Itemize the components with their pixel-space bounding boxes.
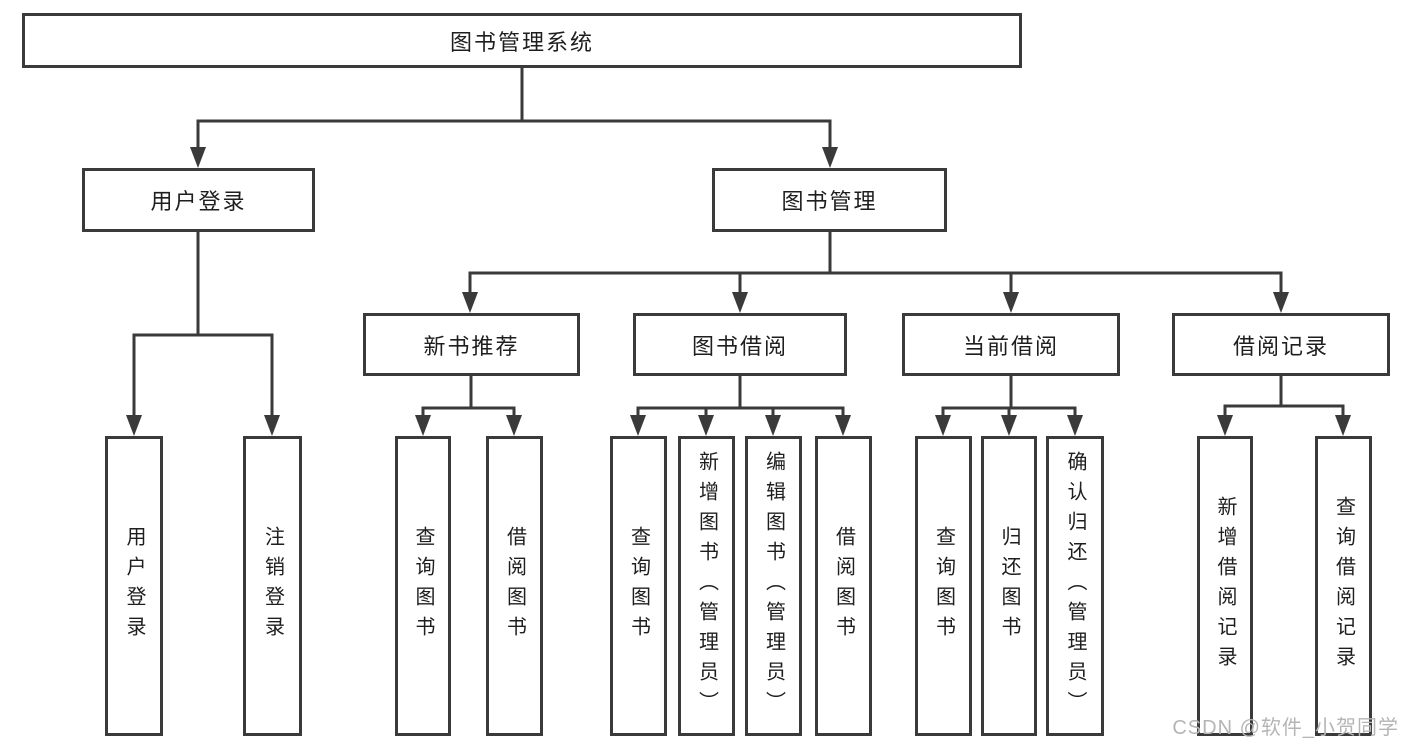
node-label: 图书借阅 bbox=[691, 333, 788, 359]
leaf-borrow-books-recommend: 借阅图书 bbox=[486, 436, 543, 736]
csdn-watermark: CSDN @软件_小贺同学 bbox=[1172, 717, 1399, 739]
node-label: 借阅图书 bbox=[832, 526, 855, 646]
node-book-borrow: 图书借阅 bbox=[633, 313, 847, 376]
leaf-borrow-books-borrow: 借阅图书 bbox=[815, 436, 872, 736]
node-label: 确认归还（管理员） bbox=[1064, 451, 1086, 721]
node-label: 新增借阅记录 bbox=[1214, 496, 1236, 676]
node-label: 用户登录 bbox=[123, 526, 145, 646]
node-new-book-recommend: 新书推荐 bbox=[363, 313, 580, 376]
connector-book-management-branch bbox=[462, 232, 1289, 313]
node-user-login: 用户登录 bbox=[82, 168, 315, 232]
leaf-edit-books-admin: 编辑图书（管理员） bbox=[745, 436, 802, 736]
leaf-add-books-admin: 新增图书（管理员） bbox=[678, 436, 735, 736]
leaf-query-books-borrow: 查询图书 bbox=[610, 436, 667, 736]
node-label: 新增图书（管理员） bbox=[695, 451, 718, 721]
node-label: 图书管理系统 bbox=[449, 29, 594, 55]
node-label: 注销登录 bbox=[261, 526, 284, 646]
node-current-borrow: 当前借阅 bbox=[902, 313, 1120, 376]
node-label: 归还图书 bbox=[998, 526, 1020, 646]
leaf-query-books-current: 查询图书 bbox=[915, 436, 972, 736]
node-label: 借阅记录 bbox=[1232, 333, 1329, 359]
leaf-query-books-recommend: 查询图书 bbox=[395, 436, 451, 736]
connector-user-login-branch bbox=[126, 232, 280, 436]
node-label: 借阅图书 bbox=[503, 526, 526, 646]
connector-borrow-record-branch bbox=[1217, 376, 1351, 436]
connector-root-branch bbox=[190, 68, 838, 168]
node-label: 编辑图书（管理员） bbox=[762, 451, 785, 721]
node-borrow-records: 借阅记录 bbox=[1172, 313, 1390, 376]
node-label: 查询借阅记录 bbox=[1332, 496, 1355, 676]
node-label: 查询图书 bbox=[932, 526, 955, 646]
node-label: 图书管理 bbox=[781, 189, 878, 214]
leaf-confirm-return-admin: 确认归还（管理员） bbox=[1046, 436, 1104, 736]
node-book-management: 图书管理 bbox=[712, 168, 947, 232]
node-label: 用户登录 bbox=[150, 189, 247, 214]
leaf-add-borrow-record: 新增借阅记录 bbox=[1197, 436, 1253, 736]
node-label: 查询图书 bbox=[627, 526, 650, 646]
node-label: 查询图书 bbox=[412, 526, 434, 646]
leaf-user-login: 用户登录 bbox=[105, 436, 163, 736]
node-library-management-system: 图书管理系统 bbox=[22, 13, 1022, 68]
node-label: 新书推荐 bbox=[423, 333, 520, 359]
node-label: 当前借阅 bbox=[962, 333, 1059, 359]
leaf-return-books: 归还图书 bbox=[981, 436, 1037, 736]
connector-book-borrow-branch bbox=[630, 376, 851, 436]
connector-new-book-branch bbox=[415, 376, 522, 436]
leaf-logout-login: 注销登录 bbox=[243, 436, 302, 736]
connector-current-borrow-branch bbox=[935, 376, 1083, 436]
leaf-query-borrow-record: 查询借阅记录 bbox=[1315, 436, 1372, 736]
